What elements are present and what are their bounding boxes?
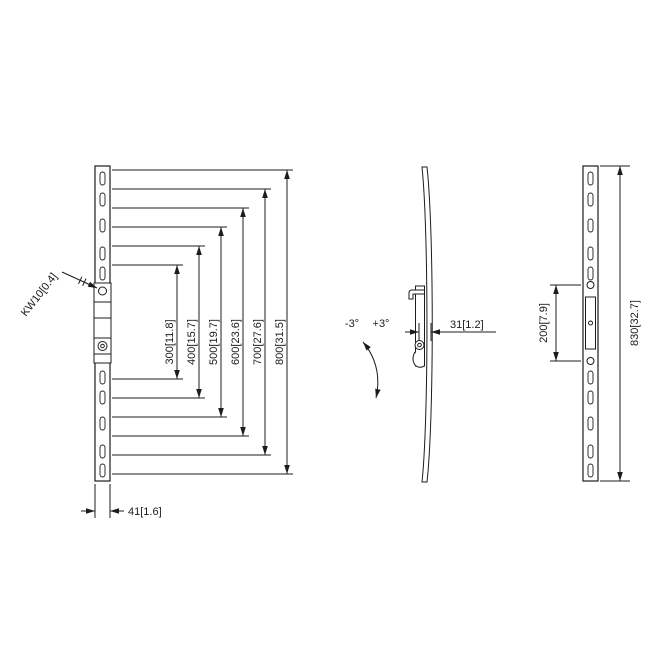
side-bracket (408, 285, 425, 368)
vesa-slot (587, 171, 594, 186)
vesa-slot (99, 463, 106, 478)
kw10-leader (61, 271, 98, 289)
mount-hole-top (586, 281, 595, 289)
side-view (408, 166, 433, 483)
vesa-slot (99, 192, 106, 207)
vesa-slot (99, 390, 106, 405)
width-dimension-41: 41[1.6] (81, 484, 162, 518)
latch (412, 351, 425, 368)
span-label-800: 800[31.5] (274, 319, 286, 365)
vesa-slot (99, 246, 106, 261)
height-dimension-830: 830[32.7] (600, 165, 641, 482)
front-bracket (93, 282, 112, 364)
span-dimension-300: 300[11.8] (112, 264, 183, 380)
vesa-slot (99, 416, 106, 431)
depth-label: 31[1.2] (450, 319, 484, 331)
span-label-300: 300[11.8] (164, 319, 176, 364)
vesa-slot (587, 463, 594, 478)
span-label-400: 400[15.7] (186, 319, 198, 365)
angle-positive-label: +3° (373, 318, 390, 330)
vesa-slot (99, 218, 106, 233)
vesa-slot (587, 246, 594, 261)
vesa-slot (587, 444, 594, 459)
profile-strip (421, 166, 433, 483)
angle-negative-label: -3° (345, 318, 359, 330)
vesa-slot (99, 171, 106, 186)
display-hook (408, 289, 424, 300)
kw10-label: KW10[0.4] (19, 271, 60, 319)
vesa-slot (99, 266, 106, 281)
rear-dimensions: 200[7.9] 830[32.7] (538, 165, 641, 482)
span-dimension-800: 800[31.5] (112, 169, 293, 475)
tilt-arc-arrow (362, 341, 381, 399)
mount-hole (98, 286, 107, 296)
side-annotations: -3° +3° 31[1.2] (345, 318, 496, 399)
vesa-slot (99, 370, 106, 385)
rear-centre-section (585, 281, 596, 365)
rear-view (582, 165, 599, 482)
mount-hole-bottom (586, 357, 595, 365)
vesa-slot (587, 416, 594, 431)
vesa-slot (587, 266, 594, 281)
vesa-slot (587, 390, 594, 405)
vesa-slot (587, 192, 594, 207)
span-label-500: 500[19.7] (208, 319, 220, 365)
height-label: 830[32.7] (629, 300, 641, 346)
span-label-600: 600[23.6] (230, 319, 242, 365)
vesa-slot (99, 444, 106, 459)
kw10-callout: KW10[0.4] (19, 271, 98, 319)
front-view (93, 165, 112, 482)
hole-spacing-dimension-200: 200[7.9] (538, 284, 581, 362)
width-label: 41[1.6] (128, 506, 162, 518)
vesa-slot (587, 370, 594, 385)
front-dimensions: 300[11.8] 400[15.7] 500[19.7] 600[23.6] (19, 169, 293, 518)
span-dimension-600: 600[23.6] (112, 207, 249, 437)
span-dimension-700: 700[27.6] (112, 188, 271, 456)
hole-spacing-label: 200[7.9] (538, 303, 550, 343)
vesa-slot (587, 218, 594, 233)
span-dimension-400: 400[15.7] (112, 245, 205, 399)
span-label-700: 700[27.6] (252, 319, 264, 365)
span-dimension-500: 500[19.7] (112, 226, 227, 418)
depth-dimension-31: 31[1.2] (405, 319, 496, 341)
